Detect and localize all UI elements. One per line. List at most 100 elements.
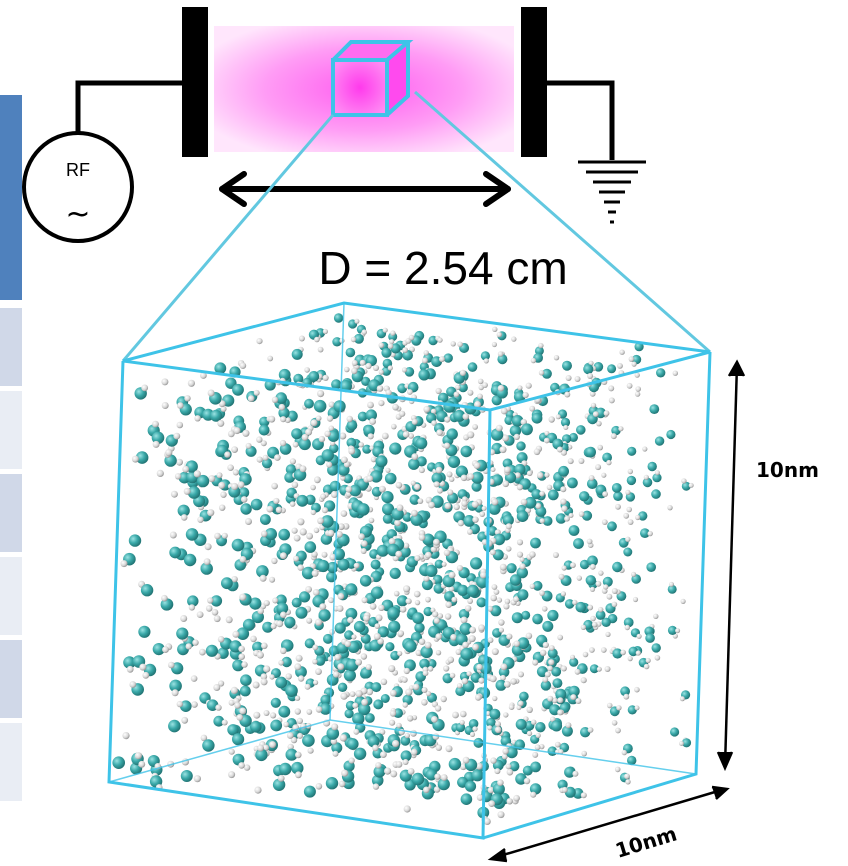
molecule-atom bbox=[642, 477, 653, 488]
hydrogen-atom bbox=[560, 486, 567, 493]
hydrogen-atom bbox=[540, 649, 547, 656]
hydrogen-atom bbox=[381, 432, 389, 440]
hydrogen-atom bbox=[215, 704, 222, 711]
molecule-atom bbox=[299, 591, 311, 603]
hydrogen-atom bbox=[361, 698, 368, 706]
molecule-atom bbox=[645, 633, 655, 643]
hydrogen-atom bbox=[243, 764, 251, 771]
hydrogen-atom bbox=[547, 665, 553, 672]
hydrogen-atom bbox=[299, 465, 307, 473]
molecule-atom bbox=[353, 333, 364, 344]
molecule-atom bbox=[231, 538, 245, 552]
hydrogen-atom bbox=[600, 647, 607, 653]
molecule-atom bbox=[491, 474, 503, 486]
hydrogen-atom bbox=[513, 640, 520, 647]
hydrogen-atom bbox=[375, 762, 382, 769]
hydrogen-atom bbox=[492, 326, 498, 332]
hydrogen-atom bbox=[516, 551, 524, 558]
hydrogen-atom bbox=[435, 387, 442, 395]
molecule-atom bbox=[651, 489, 661, 499]
hydrogen-atom bbox=[519, 557, 525, 562]
hydrogen-atom bbox=[387, 365, 393, 371]
hydrogen-atom bbox=[516, 484, 524, 491]
hydrogen-atom bbox=[301, 433, 309, 441]
molecule-atom bbox=[422, 533, 435, 546]
simulation-box bbox=[107, 301, 712, 840]
hydrogen-atom bbox=[427, 666, 434, 672]
hydrogen-atom bbox=[391, 423, 397, 430]
hydrogen-atom bbox=[120, 560, 128, 568]
hydrogen-atom bbox=[555, 414, 561, 420]
hydrogen-atom bbox=[279, 439, 287, 447]
molecule-atom bbox=[345, 607, 358, 620]
hydrogen-atom bbox=[295, 654, 303, 662]
hydrogen-atom bbox=[538, 370, 545, 376]
hydrogen-atom bbox=[430, 408, 437, 414]
hydrogen-atom bbox=[232, 630, 240, 638]
hydrogen-atom bbox=[331, 723, 339, 731]
molecule-atom bbox=[455, 722, 466, 733]
hydrogen-atom bbox=[330, 440, 336, 446]
hydrogen-atom bbox=[457, 341, 463, 348]
molecule-atom bbox=[502, 514, 514, 526]
molecule-atom bbox=[468, 719, 479, 729]
molecule-atom bbox=[448, 757, 462, 771]
molecule-atom bbox=[357, 503, 370, 516]
hydrogen-atom bbox=[294, 708, 301, 715]
hydrogen-atom bbox=[253, 389, 260, 396]
hydrogen-atom bbox=[329, 629, 335, 635]
molecule-atom bbox=[583, 364, 594, 375]
hydrogen-atom bbox=[312, 644, 319, 651]
hydrogen-atom bbox=[220, 491, 227, 498]
hydrogen-atom bbox=[415, 649, 422, 657]
hydrogen-atom bbox=[161, 594, 168, 602]
molecule-atom bbox=[381, 491, 394, 504]
hydrogen-atom bbox=[390, 770, 398, 778]
hydrogen-atom bbox=[402, 702, 409, 708]
hydrogen-atom bbox=[321, 507, 329, 514]
hydrogen-atom bbox=[260, 673, 268, 680]
hydrogen-atom bbox=[306, 709, 313, 715]
hydrogen-atom bbox=[257, 744, 264, 752]
hydrogen-atom bbox=[208, 475, 216, 483]
hydrogen-atom bbox=[183, 487, 191, 495]
molecule-atom bbox=[509, 574, 522, 586]
hydrogen-atom bbox=[393, 590, 400, 597]
hydrogen-atom bbox=[295, 771, 302, 779]
molecule-atom bbox=[261, 458, 273, 469]
hydrogen-atom bbox=[395, 761, 403, 768]
rf-label: RF bbox=[66, 160, 90, 180]
molecule-atom bbox=[232, 659, 245, 672]
hydrogen-atom bbox=[443, 442, 451, 449]
molecule-atom bbox=[249, 597, 262, 610]
hydrogen-atom bbox=[389, 719, 396, 726]
hydrogen-atom bbox=[218, 680, 225, 687]
molecule-atom bbox=[298, 437, 311, 451]
double-arrow-icon bbox=[219, 171, 511, 207]
hydrogen-atom bbox=[602, 491, 608, 497]
molecule-atom bbox=[517, 637, 530, 650]
molecule-atom bbox=[370, 559, 381, 570]
molecule-atom bbox=[304, 398, 314, 409]
left-electrode bbox=[182, 7, 208, 157]
molecule-atom bbox=[423, 606, 433, 617]
hydrogen-atom bbox=[418, 638, 426, 645]
molecule-atom bbox=[640, 528, 650, 538]
molecule-atom bbox=[531, 489, 542, 500]
hydrogen-atom bbox=[530, 357, 537, 364]
hydrogen-atom bbox=[168, 661, 175, 669]
hydrogen-atom bbox=[260, 440, 267, 447]
hydrogen-atom bbox=[544, 472, 550, 478]
molecule-atom bbox=[476, 575, 489, 589]
molecule-atom bbox=[651, 643, 661, 653]
molecule-atom bbox=[404, 640, 417, 653]
molecule-atom bbox=[325, 777, 339, 790]
molecule-atom bbox=[160, 598, 173, 611]
molecule-atom bbox=[346, 420, 358, 431]
hydrogen-atom bbox=[679, 696, 685, 702]
molecule-atom bbox=[411, 772, 425, 786]
hydrogen-atom bbox=[513, 794, 520, 802]
hydrogen-atom bbox=[327, 529, 335, 537]
molecule-atom bbox=[573, 538, 584, 549]
hydrogen-atom bbox=[197, 516, 204, 523]
